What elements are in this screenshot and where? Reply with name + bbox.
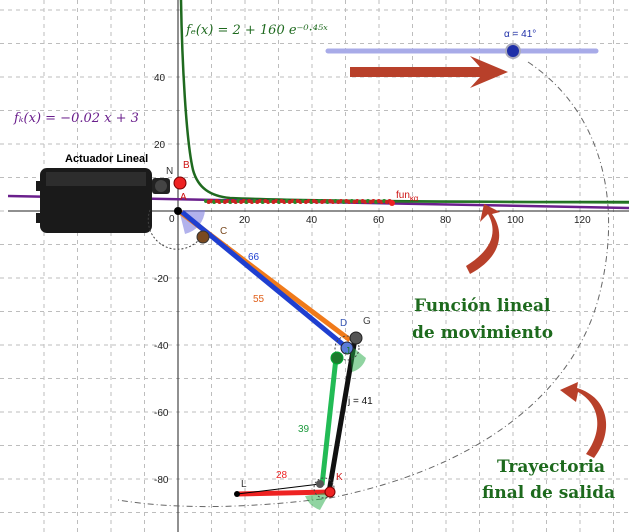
- actuator-body[interactable]: [36, 168, 170, 233]
- angle-arc-k: [305, 492, 330, 510]
- black-arm: [326, 338, 358, 493]
- label-j: J: [345, 346, 350, 357]
- x-tick-label: 80: [440, 215, 452, 226]
- green-arm: [319, 357, 339, 486]
- annotation-trayectoria-1: Trayectoria: [497, 457, 605, 477]
- x-tick-label: 100: [507, 215, 524, 226]
- curved-arrow-up-icon: [466, 204, 500, 274]
- y-tick-label: -40: [154, 341, 169, 352]
- red-arm: [236, 489, 331, 497]
- x-tick-label: 120: [574, 215, 591, 226]
- y-tick-label: 20: [154, 140, 166, 151]
- label-a: A: [180, 192, 187, 203]
- point-c[interactable]: [196, 230, 210, 244]
- segment-label-red: 28: [276, 470, 288, 481]
- y-tick-label: -60: [154, 408, 169, 419]
- point-k[interactable]: [324, 486, 336, 498]
- point-l[interactable]: [234, 491, 240, 497]
- red-arm-thin: [236, 483, 321, 495]
- annotation-trayectoria-2: final de salida: [482, 483, 615, 503]
- segment-label-green: 39: [298, 424, 310, 435]
- y-tick-label: -80: [154, 475, 169, 486]
- label-g: G: [363, 316, 371, 327]
- label-fun: funκα: [396, 190, 419, 203]
- point-g[interactable]: [349, 331, 363, 345]
- point-m[interactable]: [316, 480, 324, 488]
- point-a[interactable]: [174, 207, 182, 215]
- dotted-circle-k: [313, 477, 335, 499]
- fk-formula: fₖ(x) = −0.02 x + 3: [13, 111, 139, 126]
- trajectory-curve: [117, 61, 609, 508]
- dotted-circle-d: [334, 335, 360, 361]
- curved-arrow-left-icon: [560, 382, 607, 458]
- slider-knob[interactable]: [505, 43, 521, 59]
- angle-arc-d: [350, 345, 366, 372]
- label-k: K: [336, 472, 343, 483]
- point-d[interactable]: [340, 341, 354, 355]
- point-b[interactable]: [173, 176, 187, 190]
- annotation-funcion-1: Función lineal: [414, 296, 551, 316]
- y-tick-labels: 40 20 -20 -40 -60 -80: [154, 73, 169, 486]
- segment-label-blue: 66: [248, 252, 260, 263]
- point-fun[interactable]: [389, 200, 395, 206]
- slider-label: α = 41°: [504, 29, 536, 40]
- point-j[interactable]: [330, 351, 344, 365]
- x-tick-labels: 20 40 60 80 100 120: [239, 215, 591, 226]
- x-tick-label: 20: [239, 215, 251, 226]
- arrow-right-icon: [350, 56, 508, 88]
- origin-label: 0: [169, 214, 175, 225]
- fe-formula: fₑ(x) = 2 + 160 e⁻⁰·⁴⁵ˣ: [185, 23, 328, 38]
- actuator-label: Actuador Lineal: [65, 153, 148, 165]
- label-c: C: [220, 226, 227, 237]
- label-d: D: [340, 318, 347, 329]
- segment-label-j: j = 41: [347, 396, 373, 407]
- y-tick-label: -20: [154, 274, 169, 285]
- label-b: B: [183, 160, 190, 171]
- y-tick-label: 40: [154, 73, 166, 84]
- blue-arm: [180, 210, 348, 349]
- annotation-funcion-2: de movimiento: [412, 323, 553, 343]
- segment-label-orange: 55: [253, 294, 265, 305]
- x-tick-label: 60: [373, 215, 385, 226]
- label-n: N: [166, 166, 173, 177]
- angle-arc-a-dotted: [147, 209, 206, 250]
- motion-trace: [204, 199, 395, 204]
- label-l: L: [241, 479, 247, 490]
- x-tick-label: 40: [306, 215, 318, 226]
